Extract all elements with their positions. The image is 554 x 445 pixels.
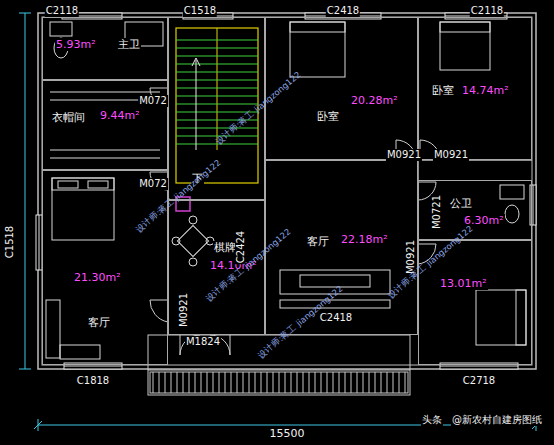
room-text: 主卫 <box>117 38 141 51</box>
opening-code: C1518 <box>4 225 16 259</box>
opening-code: C2418 <box>319 312 353 324</box>
plan-stroke <box>176 96 258 97</box>
room-name: 卧室 <box>316 110 340 123</box>
room-name: 卧室 <box>431 84 455 97</box>
opening-code: M072 <box>138 95 168 107</box>
plan-stroke <box>148 370 410 371</box>
opening-code: M0921 <box>178 292 190 328</box>
plan-stroke <box>176 40 258 144</box>
plan-stroke <box>64 363 122 369</box>
opening-code: M072 <box>138 178 168 190</box>
room-text: 5.93m² <box>55 38 97 51</box>
plan-stroke <box>176 80 258 81</box>
plan-stroke <box>64 366 122 367</box>
plan-stroke <box>39 215 40 270</box>
opening-code: M0721 <box>431 194 443 230</box>
plan-stroke <box>52 178 114 190</box>
plan-stroke <box>25 13 26 369</box>
plan-stroke <box>192 58 200 66</box>
bedroom: 21.30m² 客厅 <box>42 170 168 365</box>
room-text: 22.18m² <box>340 233 389 246</box>
dimension-lines <box>19 13 540 431</box>
opening-code: M0921 <box>386 149 422 161</box>
plan-stroke <box>176 104 258 105</box>
room-name: 衣帽间 <box>51 111 86 124</box>
bathroom: 5.93m² 主卫 <box>42 17 168 80</box>
opening-code: M0921 <box>433 149 469 161</box>
opening-code: C2118 <box>470 5 504 17</box>
source-mark: @新农村自建房图纸 <box>451 414 543 426</box>
plan-stroke <box>38 13 536 369</box>
plan-stroke <box>500 185 524 199</box>
plan-stroke <box>58 181 78 188</box>
plan-stroke <box>280 300 390 308</box>
plan-stroke <box>176 40 258 41</box>
walls <box>38 13 536 369</box>
plan-stroke <box>150 300 168 322</box>
plan-stroke <box>176 72 258 73</box>
plan-stroke <box>176 56 258 57</box>
opening-code: M1824 <box>185 336 221 348</box>
plan-stroke <box>505 205 519 223</box>
plan-stroke <box>440 363 518 369</box>
plan-stroke <box>440 22 490 32</box>
room-text: 14.74m² <box>461 84 510 97</box>
plan-stroke <box>150 372 408 393</box>
plan-stroke <box>34 421 42 429</box>
room-text: 9.44m² <box>99 109 141 122</box>
plan-stroke <box>50 150 160 151</box>
living-room: 客厅 22.18m² <box>265 160 418 335</box>
room-text: 客厅 <box>87 316 111 329</box>
opening-code: C1818 <box>76 375 110 387</box>
plan-stroke <box>50 92 160 93</box>
plan-stroke <box>530 185 536 225</box>
plan-stroke <box>290 22 345 77</box>
plan-stroke <box>533 185 534 225</box>
room-text: 21.30m² <box>73 271 122 284</box>
plan-stroke <box>88 181 108 188</box>
plan-stroke <box>516 290 526 345</box>
plan-stroke <box>176 48 258 49</box>
opening-code: C2118 <box>45 5 79 17</box>
plan-stroke <box>290 22 345 32</box>
plan-stroke <box>177 225 208 256</box>
room-name: 客厅 <box>306 235 330 248</box>
opening-code: C2718 <box>462 375 496 387</box>
plan-stroke <box>42 17 532 365</box>
plan-stroke <box>196 60 197 150</box>
closet-room: 衣帽间 9.44m² <box>42 80 168 170</box>
opening-code: C1518 <box>183 5 217 17</box>
plan-stroke <box>180 335 230 355</box>
plan-stroke <box>176 128 258 129</box>
watermark: 设计师:蒋工 jiangzong122 <box>132 156 224 236</box>
plan-stroke <box>176 88 258 89</box>
room-name: 公卫 <box>449 197 473 210</box>
bedroom: 卧室 14.74m² <box>418 17 532 160</box>
opening-code: C2418 <box>326 5 360 17</box>
furniture <box>46 22 526 359</box>
plan-stroke <box>52 178 114 240</box>
plan-stroke <box>19 369 31 370</box>
plan-stroke <box>19 13 31 14</box>
plan-stroke <box>189 258 197 266</box>
room-text: 13.01m² <box>439 277 488 290</box>
doors <box>150 88 440 355</box>
plan-stroke <box>176 64 258 65</box>
plan-stroke <box>217 28 218 150</box>
plan-stroke <box>476 290 526 345</box>
plan-stroke <box>60 345 100 359</box>
plan-stroke <box>172 237 180 245</box>
plan-stroke <box>189 216 197 224</box>
windows <box>36 13 536 369</box>
plan-stroke <box>46 300 60 358</box>
source-mark: 头条 <box>421 414 443 426</box>
plan-stroke <box>50 158 160 159</box>
plan-stroke <box>440 22 490 70</box>
plan-stroke <box>50 22 72 36</box>
plan-stroke <box>440 366 518 367</box>
room-text: 20.28m² <box>350 94 399 107</box>
dimension: 15500 <box>269 428 306 440</box>
